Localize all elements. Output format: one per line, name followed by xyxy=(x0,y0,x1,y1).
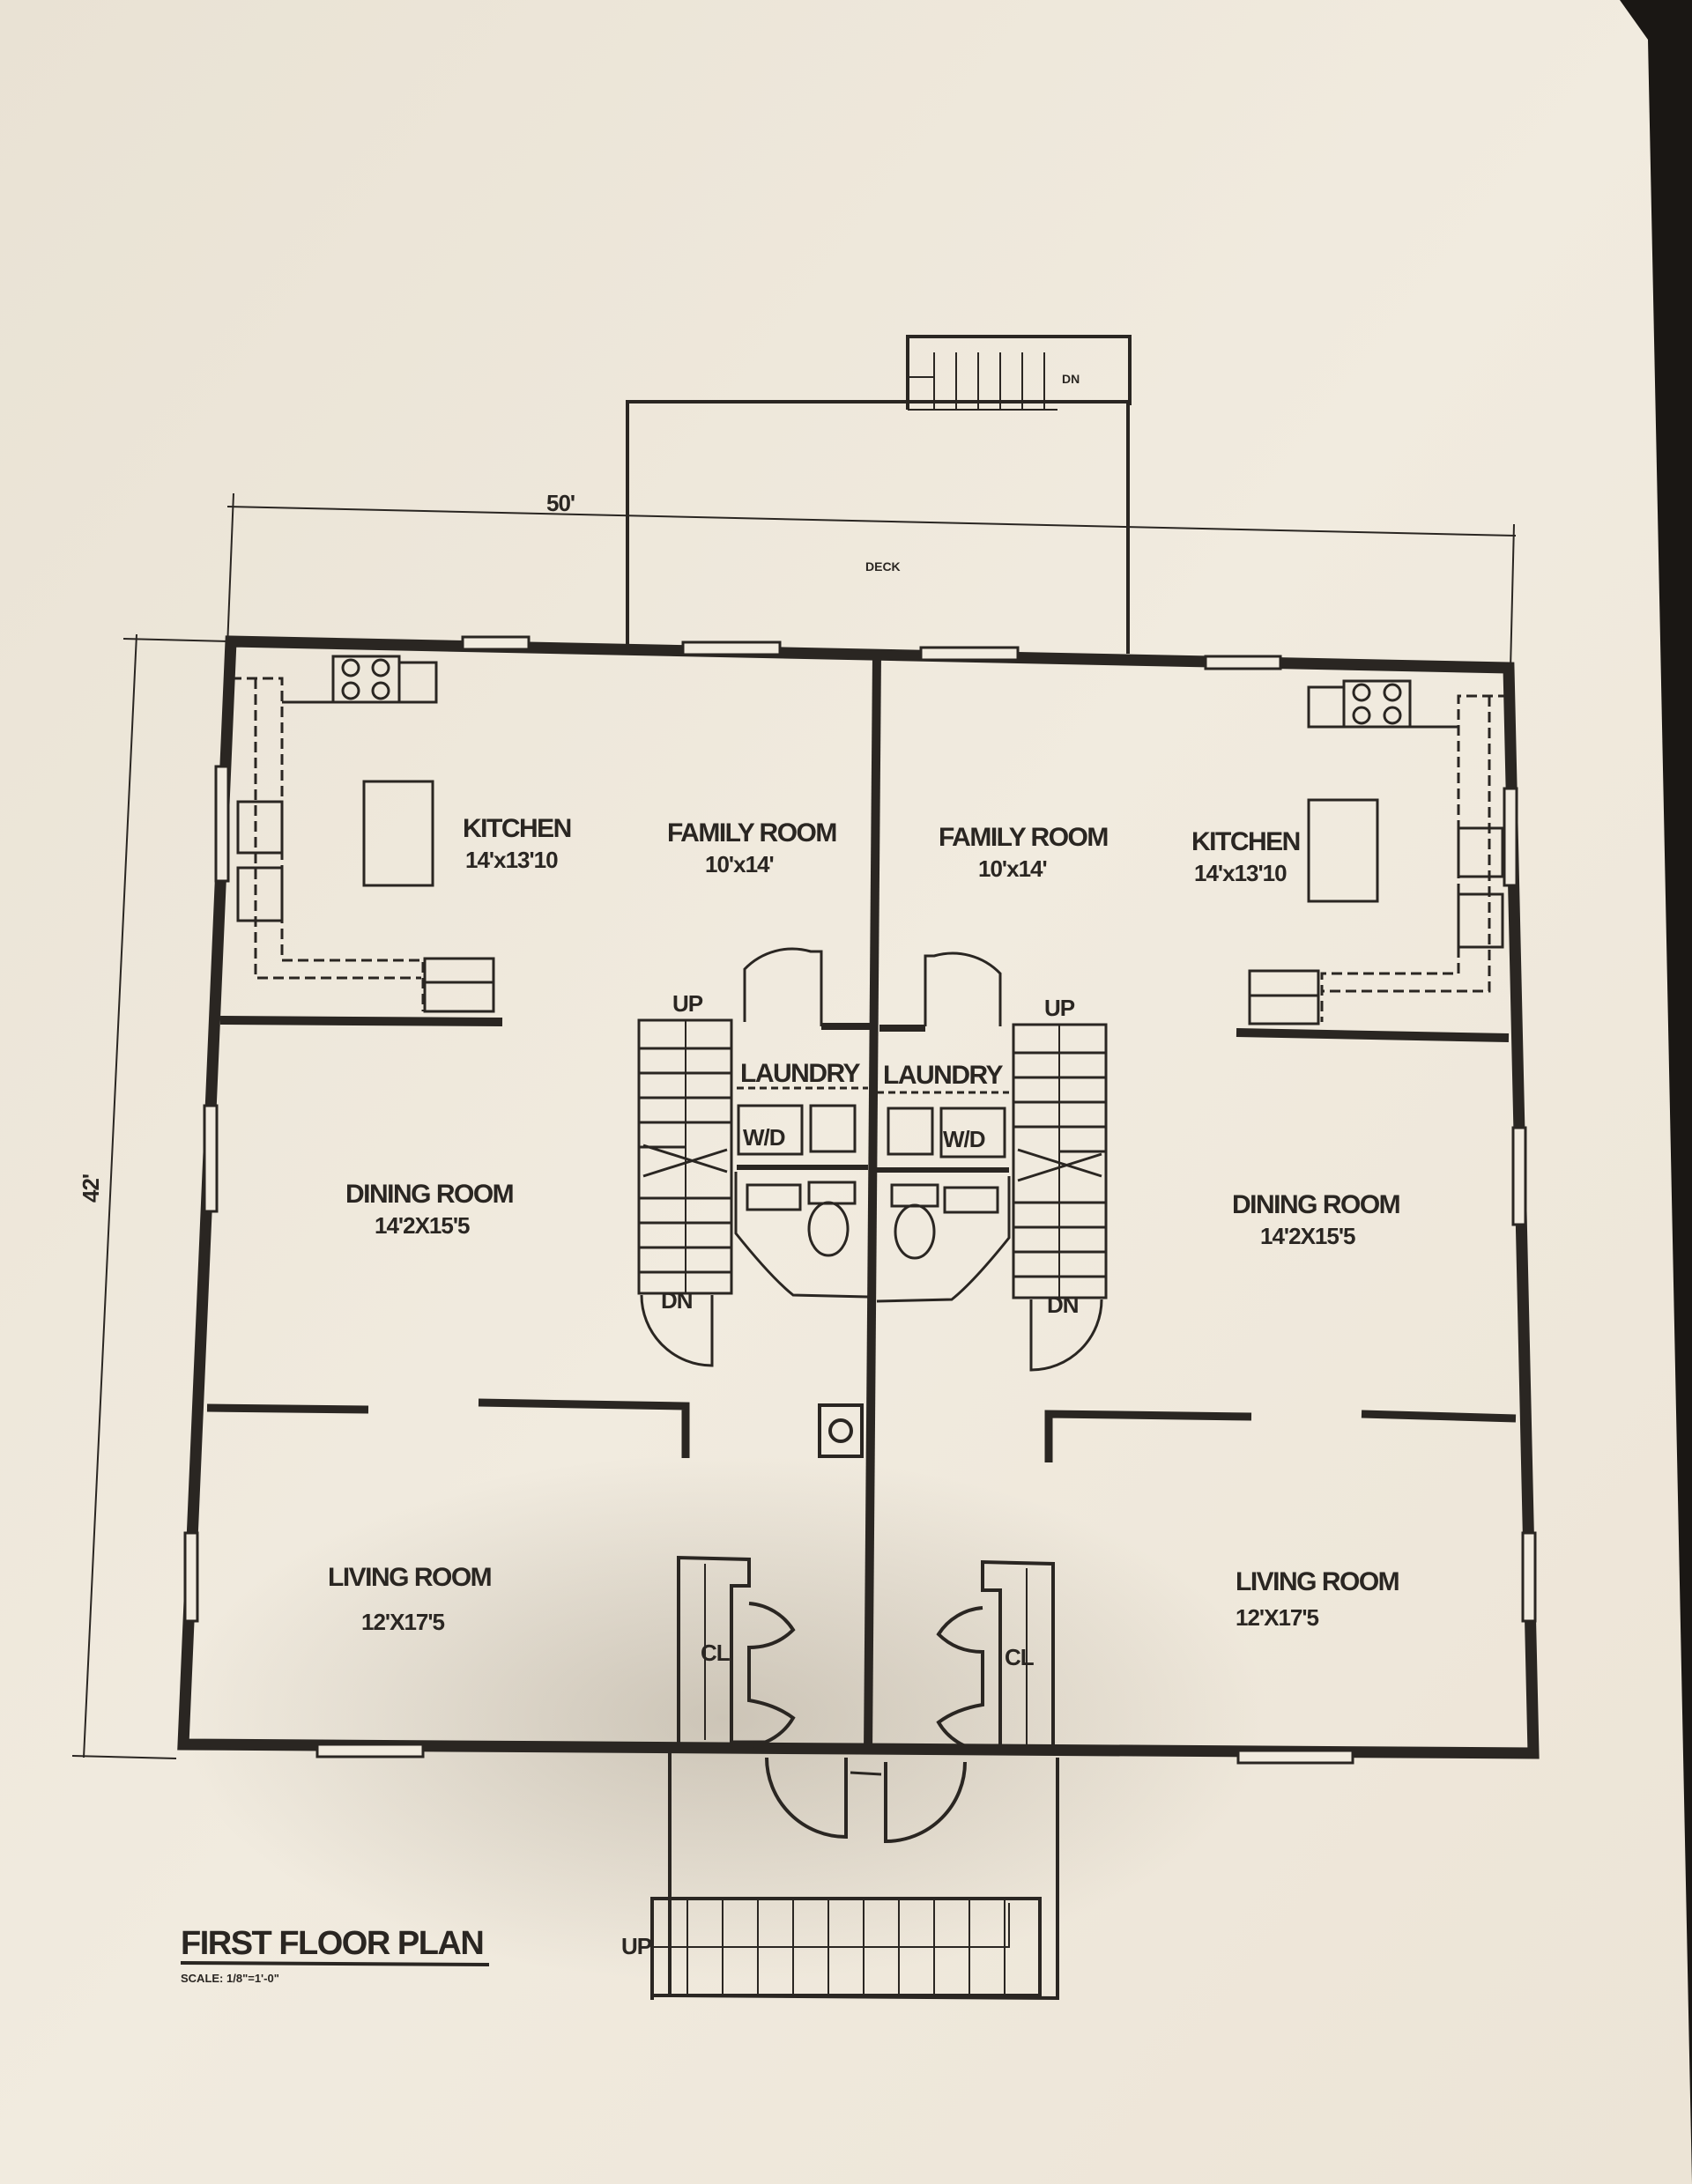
left-living-label: LIVING ROOM xyxy=(328,1563,491,1592)
right-kitchen-wall xyxy=(1236,1028,1510,1042)
right-stair-dn-label: DN xyxy=(1047,1292,1079,1318)
left-living-size: 12'X17'5 xyxy=(361,1609,445,1635)
left-laundry-label: LAUNDRY xyxy=(740,1059,861,1088)
depth-dimension-line xyxy=(71,633,230,1759)
left-wd-label: W/D xyxy=(743,1124,785,1151)
width-dimension: 50' xyxy=(546,490,575,516)
width-dimension-line xyxy=(226,492,1517,670)
left-stair-dn-label: DN xyxy=(661,1287,693,1314)
left-kitchen-cabinets xyxy=(231,655,495,1013)
plan-scale: SCALE: 1/8"=1'-0" xyxy=(181,1972,279,1985)
hand-shadow xyxy=(176,1454,1269,1982)
left-family-label: FAMILY ROOM xyxy=(667,818,836,848)
right-closet xyxy=(936,1559,1055,1752)
right-stair-up-label: UP xyxy=(1044,995,1075,1021)
left-stair xyxy=(637,1018,733,1367)
right-wd-label: W/D xyxy=(943,1126,985,1152)
right-kitchen-cabinets xyxy=(1248,679,1509,1025)
deck-stair-label: DN xyxy=(1062,372,1080,386)
left-closet-label: CL xyxy=(701,1640,731,1666)
left-dining-size: 14'2X15'5 xyxy=(375,1212,470,1239)
right-laundry xyxy=(876,951,1011,1303)
exterior-wall xyxy=(177,635,1540,1759)
right-kitchen-label: KITCHEN xyxy=(1191,827,1300,856)
right-family-label: FAMILY ROOM xyxy=(939,823,1108,852)
right-kitchen-size: 14'x13'10 xyxy=(1194,860,1287,886)
left-stair-up-label: UP xyxy=(672,990,703,1017)
deck-label: DECK xyxy=(865,559,901,574)
deck-stair-box xyxy=(906,335,1132,410)
left-family-size: 10'x14' xyxy=(705,851,774,877)
right-laundry-label: LAUNDRY xyxy=(883,1061,1004,1090)
left-laundry xyxy=(734,947,872,1299)
plan-title: FIRST FLOOR PLAN xyxy=(181,1925,483,1962)
right-family-size: 10'x14' xyxy=(978,855,1047,882)
party-wall xyxy=(864,653,881,1754)
entry-doors xyxy=(765,1757,967,1844)
depth-dimension: 42' xyxy=(78,1174,104,1203)
entry-stair-label: UP xyxy=(621,1933,652,1959)
windows xyxy=(183,635,1537,1765)
right-dining-size: 14'2X15'5 xyxy=(1260,1223,1355,1249)
right-living-label: LIVING ROOM xyxy=(1236,1567,1399,1596)
interior-partitions xyxy=(206,1398,1517,1462)
left-dining-label: DINING ROOM xyxy=(345,1180,513,1209)
right-dining-label: DINING ROOM xyxy=(1232,1190,1399,1219)
left-closet xyxy=(677,1555,796,1749)
chimney xyxy=(818,1403,864,1458)
left-kitchen-wall xyxy=(219,1016,503,1026)
left-kitchen-size: 14'x13'10 xyxy=(465,847,558,873)
right-living-size: 12'X17'5 xyxy=(1236,1604,1319,1631)
entry-porch xyxy=(650,1749,1059,2001)
title-underline xyxy=(180,1961,490,1966)
right-closet-label: CL xyxy=(1005,1644,1035,1670)
left-kitchen-label: KITCHEN xyxy=(463,814,571,843)
right-stair xyxy=(1012,1023,1108,1372)
deck-stair-treads xyxy=(908,352,1058,411)
